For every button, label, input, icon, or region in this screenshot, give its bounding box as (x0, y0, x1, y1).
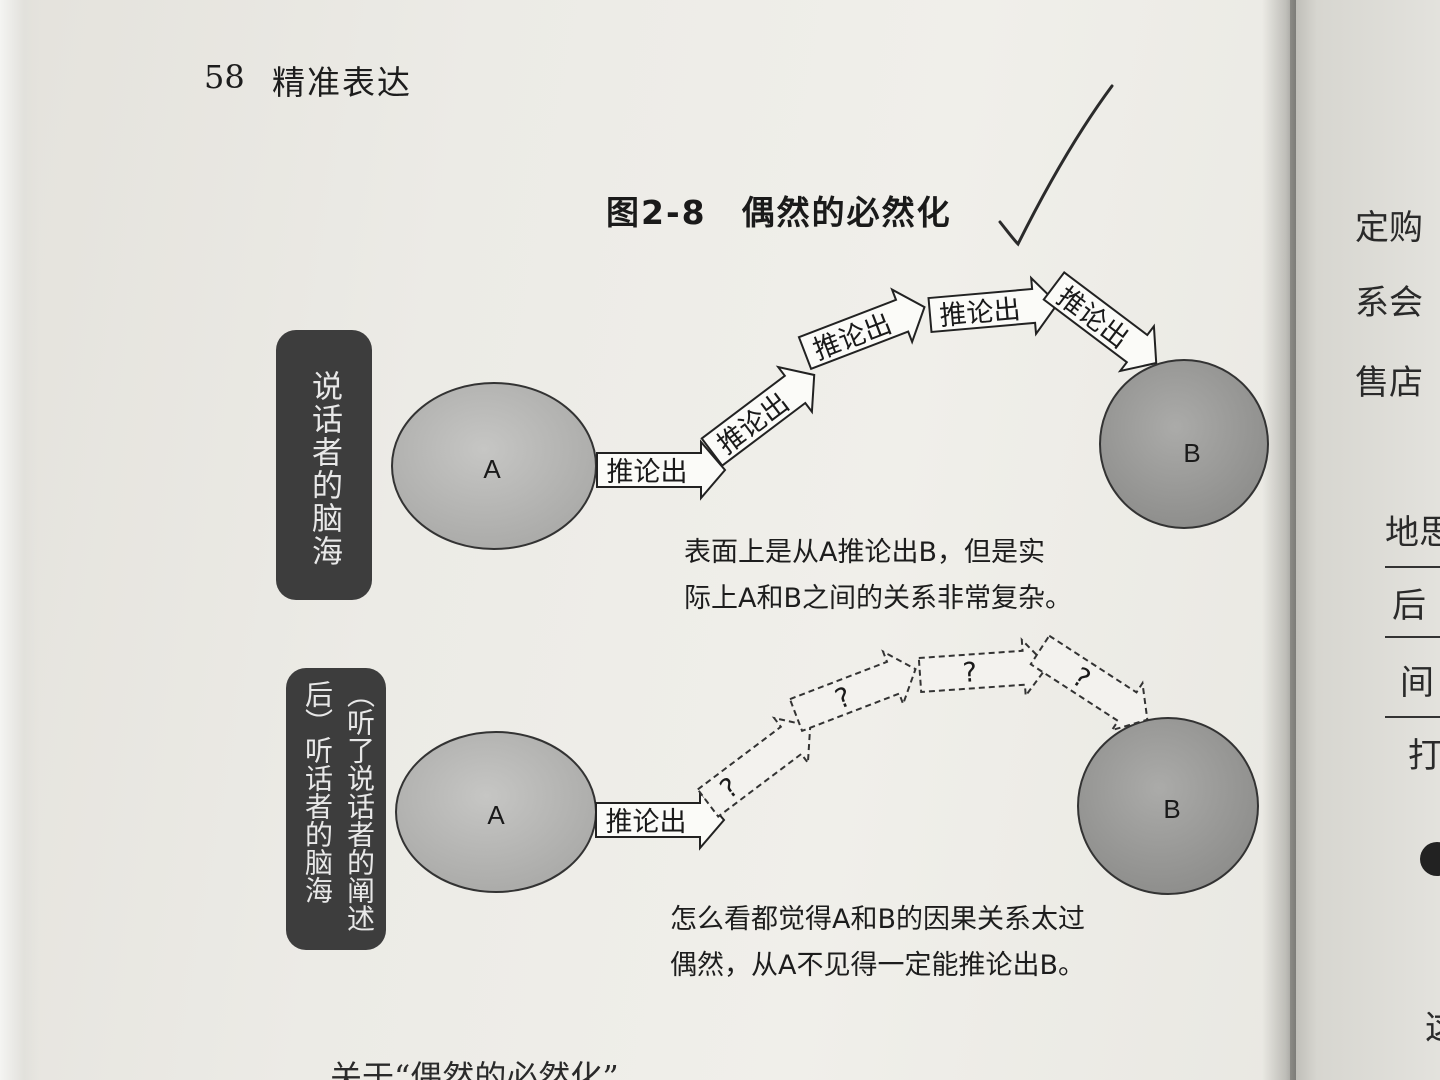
inference-arrow: 推论出 (700, 365, 816, 467)
next-page-rule (1385, 636, 1440, 638)
next-page-text: 打 (1408, 736, 1440, 776)
next-page-strip (1290, 0, 1440, 1080)
page-left-edge (0, 0, 40, 1080)
next-page-text: 系会 (1355, 283, 1423, 323)
listener-mind-text: （听了说话者的阐述后）听话者的脑海 (301, 680, 376, 932)
inference-arrow: 推论出 (797, 287, 926, 371)
caption-line: 怎么看都觉得A和B的因果关系太过 (670, 904, 1085, 935)
top-arrow-chain: 推论出 推论出 推论出 推论出 推论出 (596, 271, 1158, 501)
arrow-label: 推论出 (938, 294, 1021, 332)
dashed-arrow: ? (788, 649, 917, 733)
next-page-text: 地思 (1385, 513, 1440, 553)
node-b-top (1099, 359, 1269, 529)
node-a-bottom-label: A (487, 800, 505, 830)
dashed-arrow: ? (1029, 634, 1149, 732)
next-page-text: 这 (1425, 1000, 1440, 1049)
inference-arrow: 推论出 (595, 789, 726, 851)
page-fold-shadow (1262, 0, 1296, 1080)
bottom-arrow-chain: 推论出 ? ? ? ? (595, 634, 1149, 851)
arrow-label: 推论出 (606, 807, 687, 838)
check-mark-icon (998, 84, 1114, 247)
figure-title: 图2-8 偶然的必然化 (606, 193, 952, 232)
listener-mind-label: （听了说话者的阐述后）听话者的脑海 (286, 668, 386, 950)
dashed-arrow: ? (696, 716, 812, 818)
next-page-text: 售店 (1355, 363, 1423, 403)
node-b-bottom (1077, 717, 1259, 895)
next-page-text: 间 (1400, 663, 1434, 703)
caption-line: 表面上是从A推论出B，但是实 (684, 537, 1045, 568)
book-title: 精准表达 (272, 63, 412, 102)
body-text-cutoff: 关于“偶然的必然化” (330, 1058, 619, 1080)
next-page-text: 后 (1392, 586, 1426, 626)
inference-arrow: 推论出 (927, 275, 1059, 337)
next-page-rule (1385, 716, 1440, 718)
node-b-top-label: B (1183, 438, 1200, 468)
inference-arrow: 推论出 (596, 439, 727, 501)
page-number: 58 (204, 58, 245, 96)
caption-line: 偶然，从A不见得一定能推论出B。 (670, 950, 1085, 981)
node-a-top-label: A (483, 454, 501, 484)
speaker-mind-text: 说话者的脑海 (306, 370, 342, 568)
next-page-rule (1385, 566, 1440, 568)
next-page-bullet (1420, 842, 1440, 876)
speaker-mind-label: 说话者的脑海 (276, 330, 372, 600)
bottom-caption: 怎么看都觉得A和B的因果关系太过 偶然，从A不见得一定能推论出B。 (670, 897, 1085, 989)
node-b-bottom-label: B (1163, 794, 1180, 824)
arrow-label: 推论出 (607, 457, 688, 488)
dashed-arrow: ? (917, 637, 1050, 699)
next-page-text: 定购 (1355, 208, 1423, 248)
unknown-label: ? (962, 657, 978, 689)
top-caption: 表面上是从A推论出B，但是实 际上A和B之间的关系非常复杂。 (684, 530, 1072, 622)
caption-line: 际上A和B之间的关系非常复杂。 (684, 583, 1072, 614)
